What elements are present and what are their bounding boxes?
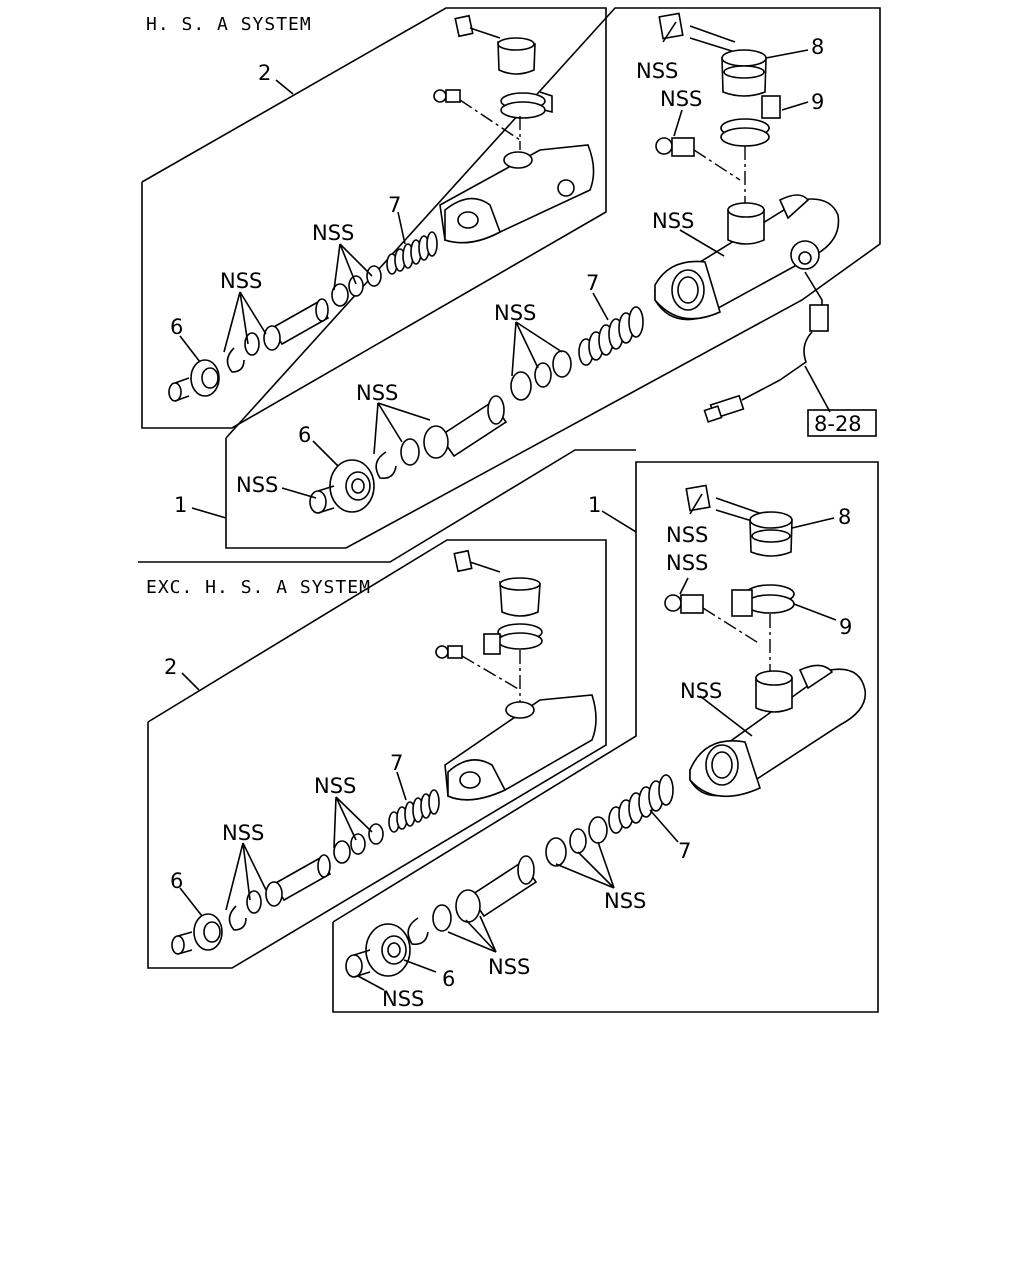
label-nss-hsa-small-piston: NSS [220, 269, 262, 293]
title-exc-hsa-system: EXC. H. S. A SYSTEM [146, 577, 371, 598]
label-nss-hsa-large-seals: NSS [494, 301, 536, 325]
label-part-8-hsa: 8 [811, 35, 824, 59]
hsa-assembly-2-parts [168, 14, 595, 402]
label-assembly-1-exc: 1 [588, 493, 601, 517]
panel-hsa-assembly-2 [141, 7, 607, 429]
leader-lines [179, 21, 837, 991]
label-nss-hsa-large-piston: NSS [356, 381, 398, 405]
label-nss-exc-bolt: NSS [666, 551, 708, 575]
hsa-assembly-1-parts [309, 12, 840, 514]
label-part-6-exc-small: 6 [170, 869, 183, 893]
label-assembly-2-exc: 2 [164, 655, 177, 679]
ref-box-8-28 [807, 409, 877, 437]
label-part-9-exc: 9 [839, 615, 852, 639]
label-part-7-exc-large: 7 [678, 839, 691, 863]
label-nss-hsa-cap: NSS [236, 473, 278, 497]
label-assembly-1-hsa: 1 [174, 493, 187, 517]
label-nss-exc-cap: NSS [382, 987, 424, 1011]
label-nss-exc-large-seals: NSS [604, 889, 646, 913]
label-part-6-hsa-small: 6 [170, 315, 183, 339]
label-nss-hsa-reservoir-cap: NSS [636, 59, 678, 83]
label-part-6-exc-large: 6 [442, 967, 455, 991]
panel-hsa-assembly-1 [225, 7, 881, 549]
label-nss-hsa-body: NSS [652, 209, 694, 233]
exc-assembly-2-parts [171, 549, 597, 955]
exc-assembly-1-parts [345, 484, 867, 978]
label-part-8-exc: 8 [838, 505, 851, 529]
label-nss-exc-body: NSS [680, 679, 722, 703]
label-part-7-hsa-small: 7 [388, 193, 401, 217]
label-assembly-2-hsa: 2 [258, 61, 271, 85]
panel-exc-assembly-2 [147, 539, 607, 969]
label-nss-hsa-small-seals: NSS [312, 221, 354, 245]
label-part-6-hsa-large: 6 [298, 423, 311, 447]
panel-exc-assembly-1 [332, 461, 879, 1013]
section-divider [138, 449, 636, 563]
callout-labels: 2 7 NSS NSS 6 NSS 8 NSS 9 NSS 7 NSS NSS … [164, 35, 877, 1011]
label-nss-hsa-bolt: NSS [660, 87, 702, 111]
label-part-9-hsa: 9 [811, 90, 824, 114]
label-nss-exc-small-piston: NSS [222, 821, 264, 845]
label-nss-exc-small-seals: NSS [314, 774, 356, 798]
label-nss-exc-reservoir-cap: NSS [666, 523, 708, 547]
title-hsa-system: H. S. A SYSTEM [146, 14, 312, 35]
label-part-7-hsa-large: 7 [586, 271, 599, 295]
label-ref-8-28: 8-28 [814, 412, 862, 436]
label-nss-exc-large-piston: NSS [488, 955, 530, 979]
label-part-7-exc-small: 7 [390, 751, 403, 775]
